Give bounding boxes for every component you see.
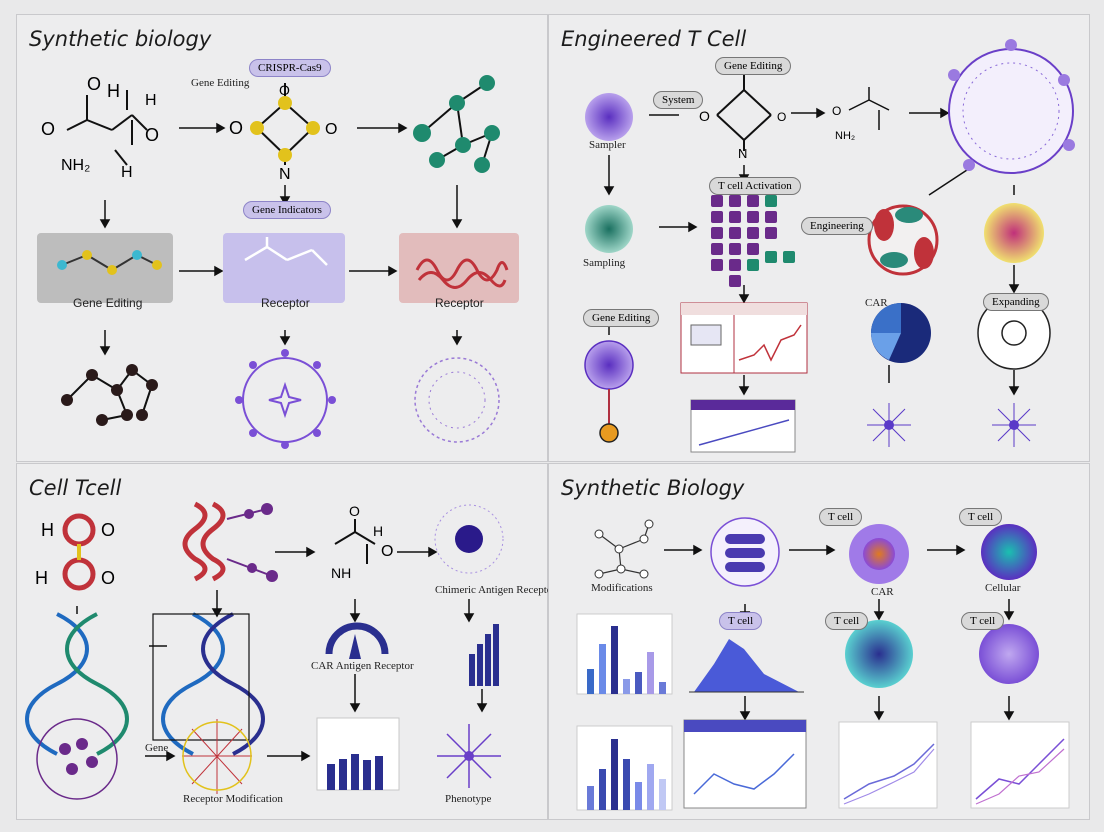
svg-text:O: O [229, 118, 243, 138]
label-crispr: CRISPR-Cas9 [249, 59, 331, 77]
label-t-cell-4: T cell [825, 612, 869, 630]
svg-text:H: H [35, 568, 48, 588]
box-label-receptor: Receptor [261, 296, 310, 310]
panel-synthetic-biology: Synthetic biology O O H H O NH₂ H [16, 14, 548, 462]
svg-text:NH: NH [331, 565, 351, 581]
svg-text:O: O [87, 74, 101, 94]
label-phenotype: Phenotype [445, 793, 492, 805]
label-cellular: Cellular [985, 582, 1021, 594]
svg-text:O: O [699, 108, 710, 124]
svg-text:H: H [373, 523, 383, 539]
label-system: System [653, 91, 704, 109]
svg-text:NH₂: NH₂ [61, 157, 90, 174]
svg-text:H: H [145, 92, 157, 109]
label-gene-indicators: Gene Indicators [243, 201, 331, 219]
label-modifications: Modifications [591, 582, 653, 594]
label-expanding: Expanding [983, 293, 1049, 311]
label-gene-editing: Gene Editing [715, 57, 792, 75]
svg-text:O: O [145, 125, 159, 145]
svg-text:O: O [832, 104, 841, 118]
label-engineering: Engineering [801, 217, 873, 235]
panel-synthetic-biology-2: Synthetic Biology [548, 463, 1090, 820]
panel-cell-tcell: Cell Tcell H O H O [16, 463, 556, 820]
label-t-cell-1: T cell [819, 508, 863, 526]
svg-text:H: H [107, 81, 120, 101]
svg-text:O: O [101, 568, 115, 588]
svg-text:O: O [381, 543, 393, 560]
svg-text:N: N [279, 166, 291, 183]
svg-text:H: H [121, 164, 133, 181]
svg-text:O: O [777, 110, 786, 124]
label-gene: Gene [145, 742, 169, 754]
label-chimeric-antigen-receptor: Chimeric Antigen Receptor [435, 584, 556, 596]
panel3-graphics: H O H O O H O NH [25, 501, 504, 800]
label-sampler: Sampler [589, 139, 626, 151]
label-gene-editing: Gene Editing [191, 77, 250, 89]
panel2-graphics: O O N O NH₂ [584, 39, 1075, 453]
panel-title: Cell Tcell [29, 476, 122, 500]
label-sampling: Sampling [583, 257, 626, 269]
box-label-receptor-2: Receptor [435, 296, 484, 310]
label-gene-editing-left: Gene Editing [583, 309, 660, 327]
label-receptor-modification: Receptor Modification [183, 793, 283, 805]
svg-text:N: N [738, 146, 747, 161]
panel-engineered-t-cell: Engineered T Cell [548, 14, 1090, 462]
svg-text:O: O [279, 82, 290, 98]
svg-text:O: O [349, 503, 360, 519]
label-car: CAR [865, 297, 888, 309]
svg-text:NH₂: NH₂ [835, 130, 855, 142]
label-car-antigen-receptor: CAR Antigen Receptor [311, 660, 414, 672]
label-t-cell-5: T cell [961, 612, 1005, 630]
panel1-graphics: O O H H O NH₂ H O O N O [37, 74, 519, 449]
svg-text:O: O [41, 119, 55, 139]
box-label-gene-editing: Gene Editing [73, 296, 143, 310]
svg-text:O: O [101, 520, 115, 540]
label-t-cell-3: T cell [719, 612, 763, 630]
label-t-cell-activation: T cell Activation [709, 177, 801, 195]
svg-text:O: O [325, 121, 337, 138]
svg-text:H: H [41, 520, 54, 540]
label-t-cell-2: T cell [959, 508, 1003, 526]
panel-title: Synthetic Biology [561, 476, 745, 500]
label-car: CAR [871, 586, 894, 598]
panel4-graphics [576, 517, 1070, 811]
panel-title: Engineered T Cell [561, 27, 747, 51]
panel-title: Synthetic biology [29, 27, 212, 51]
